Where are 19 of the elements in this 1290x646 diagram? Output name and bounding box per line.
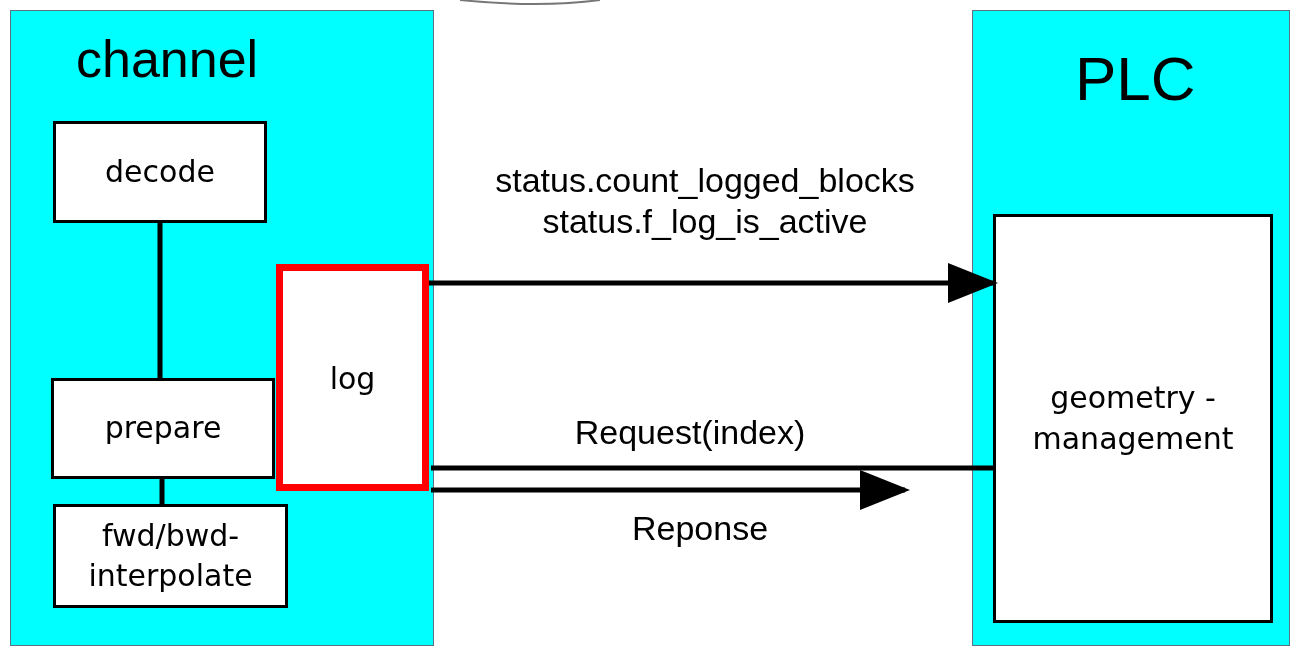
process-box (53, 504, 288, 608)
connector-line (159, 479, 165, 504)
arrow (431, 470, 910, 510)
process-box (51, 378, 275, 479)
box-label: log (329, 360, 376, 398)
panel-title: PLC (1075, 43, 1196, 114)
panel-background (10, 10, 434, 646)
connector-line (431, 465, 993, 471)
connector-line (157, 223, 163, 378)
box-label: decode (105, 152, 215, 191)
panel-background (972, 10, 1290, 646)
arrow (429, 263, 998, 303)
panel-title: channel (76, 29, 259, 89)
process-box (993, 214, 1273, 623)
box-label: prepare (104, 409, 222, 448)
process-box (276, 264, 429, 491)
process-box (53, 121, 267, 223)
box-label: geometry - management (1031, 379, 1235, 458)
box-label: fwd/bwd-interpolate (87, 516, 254, 595)
